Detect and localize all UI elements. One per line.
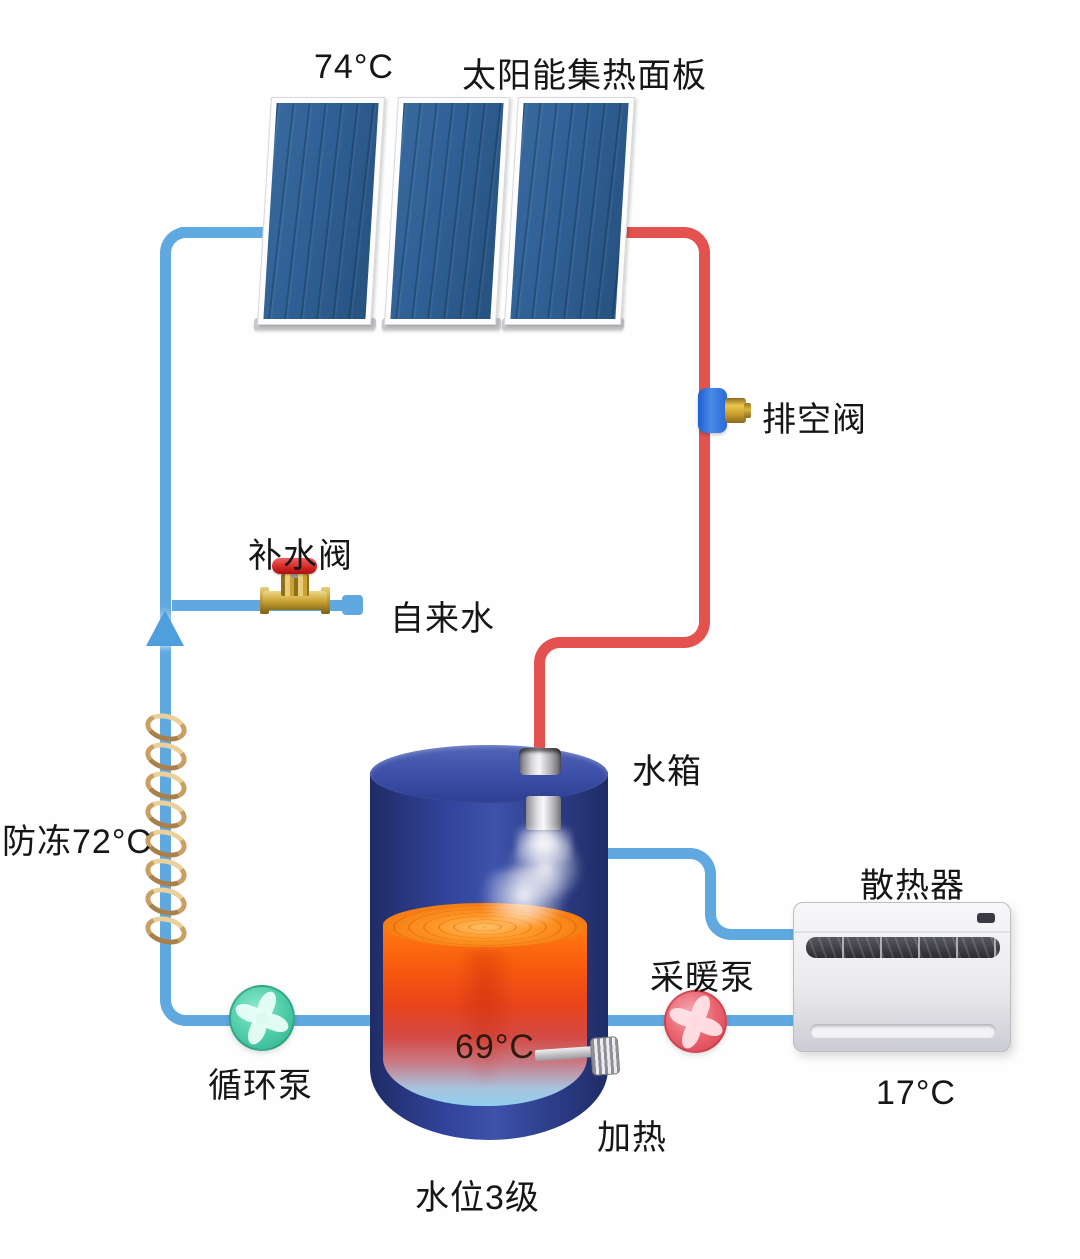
tap-water-pipe-cap: [342, 595, 363, 615]
hot-pipe-corner-bottom-right: [674, 612, 710, 648]
radiator-label: 散热器: [860, 867, 965, 905]
steam-puff: [468, 868, 580, 923]
antifreeze-temp-label: 防冻72°C: [2, 823, 152, 861]
radiator-supply-corner-right: [680, 848, 716, 884]
circulation-pump-label: 循环泵: [208, 1067, 313, 1105]
hot-pipe-tank-inlet-vertical: [534, 670, 545, 765]
solar-panel: [504, 97, 635, 325]
hot-pipe-middle-horizontal: [568, 637, 678, 648]
hot-pipe-right-vertical: [699, 260, 710, 616]
tank-bubble-column: [455, 950, 515, 1090]
antifreeze-coil-loop: [142, 883, 190, 920]
radiator-bottom-vent: [810, 1024, 996, 1038]
cold-pipe-corner-bottom-left: [160, 990, 196, 1026]
heating-pump-label: 采暖泵: [650, 959, 755, 997]
fill-valve-red-handle: [272, 558, 317, 574]
tank-temp-label: 69°C: [455, 1028, 535, 1066]
nozzle-water-spray: [516, 828, 572, 862]
room-temp-label: 17°C: [876, 1074, 956, 1112]
drain-valve-icon: [698, 388, 727, 433]
solar-panel-glass: [510, 103, 629, 319]
radiator-unit: [793, 902, 1011, 1052]
radiator-supply-corner-down: [705, 904, 741, 940]
drain-valve-label: 排空阀: [762, 401, 867, 439]
tap-water-feed-pipe: [172, 600, 344, 611]
collector-panel-label: 太阳能集热面板: [462, 57, 707, 95]
radiator-air-grille: [806, 937, 1000, 958]
hot-pipe-corner-top-right: [674, 227, 710, 263]
solar-panel-glass: [390, 103, 504, 319]
heating-label: 加热: [597, 1119, 667, 1157]
antifreeze-coil-loop: [142, 767, 190, 804]
pump-hub: [689, 1015, 702, 1028]
heating-pump-icon: [664, 990, 727, 1053]
hot-pipe-corner-turn-down: [534, 637, 570, 673]
fill-valve-stem: [281, 574, 309, 596]
collector-temp-label: 74°C: [314, 48, 394, 86]
antifreeze-coil-loop: [142, 709, 190, 746]
solar-panel: [257, 97, 385, 325]
pump-hub: [255, 1011, 269, 1025]
heating-element-cap: [589, 1036, 621, 1076]
water-tank-label: 水箱: [632, 753, 702, 791]
cold-pipe-top-horizontal: [180, 227, 290, 238]
antifreeze-coil-loop: [142, 738, 190, 775]
radiator-supply-horizontal: [596, 848, 684, 859]
radiator-supply-vertical: [705, 880, 716, 908]
water-tank-lid: [370, 745, 608, 803]
water-level-label: 水位3级: [415, 1179, 540, 1217]
solar-panel: [384, 97, 510, 325]
tank-inlet-fitting: [519, 748, 561, 775]
circulation-pump-icon: [229, 985, 295, 1051]
hot-pipe-top-horizontal: [598, 227, 678, 238]
fill-valve-body: [263, 591, 327, 610]
cold-pipe-corner-top-left: [160, 227, 196, 263]
radiator-supply-to-radiator: [737, 929, 797, 940]
radiator-top-seam: [794, 931, 1010, 933]
tank-spray-nozzle: [526, 796, 561, 830]
antifreeze-coil-loop: [142, 912, 190, 949]
flow-direction-arrow-icon: [146, 610, 184, 646]
tap-water-label: 自来水: [390, 600, 495, 638]
solar-panel-glass: [263, 103, 379, 319]
radiator-indicator-light: [977, 913, 995, 923]
drain-valve-tip: [744, 403, 751, 418]
drain-valve-brass-fitting: [725, 398, 746, 423]
tank-hot-water: [383, 924, 587, 1106]
fill-valve-label: 补水阀: [248, 537, 353, 575]
